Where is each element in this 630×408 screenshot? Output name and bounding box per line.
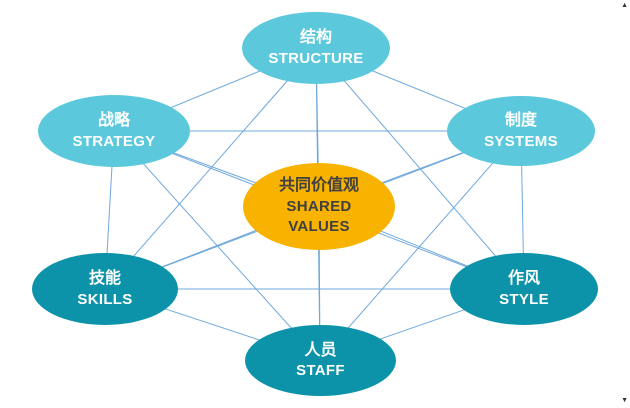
node-shared-values-label-en2: VALUES — [288, 218, 350, 236]
node-structure-label-zh: 结构 — [299, 29, 332, 47]
node-shared-values: 共同价值观 SHARED VALUES — [243, 163, 395, 250]
node-shared-values-label-zh: 共同价值观 — [278, 177, 359, 195]
node-strategy-label-zh: 战略 — [97, 112, 130, 130]
node-skills-label-en: SKILLS — [77, 290, 133, 308]
node-structure-label-en: STRUCTURE — [268, 49, 364, 67]
scrollbar-up-arrow-icon[interactable]: ▲ — [621, 2, 628, 9]
node-systems-label-en: SYSTEMS — [484, 132, 558, 150]
node-skills: 技能 SKILLS — [32, 253, 178, 325]
node-strategy-label-en: STRATEGY — [72, 132, 156, 150]
node-skills-label-zh: 技能 — [88, 270, 121, 288]
node-staff-label-en: STAFF — [296, 362, 345, 380]
node-structure: 结构 STRUCTURE — [242, 12, 390, 84]
node-strategy: 战略 STRATEGY — [38, 95, 190, 167]
node-staff: 人员 STAFF — [245, 325, 396, 396]
node-systems: 制度 SYSTEMS — [447, 96, 595, 166]
node-shared-values-label-en1: SHARED — [286, 198, 352, 216]
connector-line — [319, 130, 522, 361]
node-staff-label-zh: 人员 — [304, 341, 337, 359]
node-style-label-en: STYLE — [499, 290, 549, 308]
node-style-label-zh: 作风 — [507, 270, 540, 288]
scrollbar-down-arrow-icon[interactable]: ▼ — [621, 397, 628, 404]
node-systems-label-zh: 制度 — [504, 112, 537, 130]
node-style: 作风 STYLE — [450, 253, 598, 325]
